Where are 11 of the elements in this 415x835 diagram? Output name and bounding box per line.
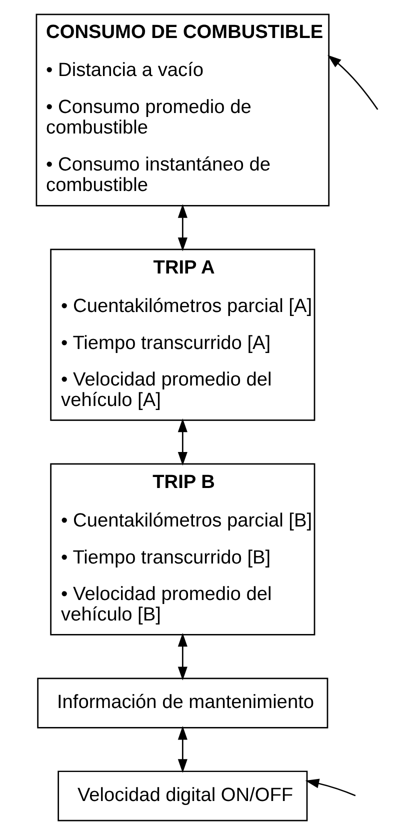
node-box: Velocidad digital ON/OFF xyxy=(58,770,308,822)
arrow xyxy=(305,778,356,796)
arrow xyxy=(178,418,188,466)
arrow xyxy=(328,54,378,110)
arrow xyxy=(178,204,188,252)
node-box: CONSUMO DE COMBUSTIBLE • Distancia a vacío • Consumo promedio de combustible • Consumo instantáneo de combustible xyxy=(36,14,330,206)
node-box: Información de mantenimiento xyxy=(37,678,328,728)
arrow xyxy=(178,726,188,773)
node-box: TRIP A • Cuentakilómetros parcial [A] • Tiempo transcurrido [A] • Velocidad promedio del vehículo [A] xyxy=(50,248,316,421)
arrow xyxy=(178,632,188,680)
node-box: TRIP B • Cuentakilómetros parcial [B] • Tiempo transcurrido [B] • Velocidad promedio del vehículo [B] xyxy=(50,463,316,636)
